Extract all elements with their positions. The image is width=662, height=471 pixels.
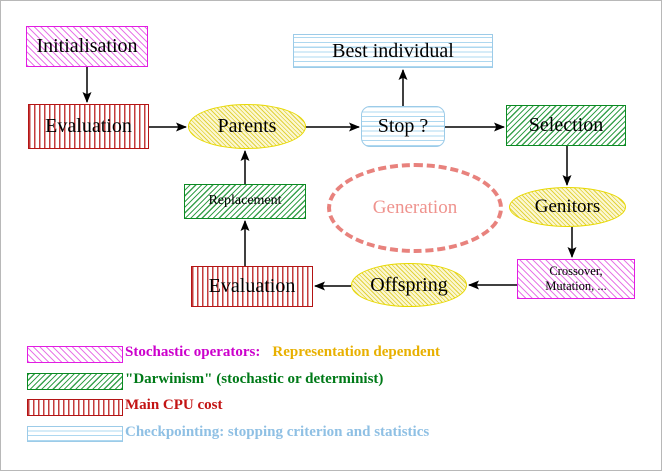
node-best-individual-label: Best individual bbox=[332, 39, 454, 62]
node-generation-label: Generation bbox=[372, 197, 458, 219]
node-evaluation-top[interactable]: Evaluation bbox=[28, 104, 149, 149]
node-initialisation[interactable]: Initialisation bbox=[26, 26, 148, 67]
legend-swatch-green-hatch bbox=[27, 373, 123, 390]
node-generation-loop: Generation bbox=[327, 163, 503, 253]
node-crossover-line2: Mutation, ... bbox=[545, 279, 607, 293]
node-stop[interactable]: Stop ? bbox=[361, 106, 445, 147]
legend-label-darwinism: "Darwinism" (stochastic or determinist) bbox=[125, 371, 384, 387]
node-crossover-mutation[interactable]: Crossover, Mutation, ... bbox=[517, 259, 635, 299]
node-evaluation-bottom-label: Evaluation bbox=[208, 275, 296, 298]
node-best-individual[interactable]: Best individual bbox=[293, 34, 493, 68]
node-replacement[interactable]: Replacement bbox=[184, 184, 306, 219]
legend-label-stochastic-operators: Stochastic operators: Representation depe… bbox=[125, 344, 440, 361]
legend-text-primary: Stochastic operators: bbox=[125, 344, 261, 360]
legend-label-checkpointing: Checkpointing: stopping criterion and st… bbox=[125, 424, 430, 440]
node-crossover-mutation-label: Crossover, Mutation, ... bbox=[545, 264, 606, 294]
node-evaluation-top-label: Evaluation bbox=[45, 115, 132, 138]
legend-swatch-red-stripes bbox=[27, 399, 123, 416]
legend-swatch-magenta-hatch bbox=[27, 346, 123, 363]
node-initialisation-label: Initialisation bbox=[36, 35, 138, 58]
node-offspring-label: Offspring bbox=[370, 273, 448, 296]
node-replacement-label: Replacement bbox=[208, 193, 282, 209]
legend-label-main-cpu-cost: Main CPU cost bbox=[125, 397, 223, 413]
legend-swatch-blue-stripes bbox=[27, 426, 123, 442]
legend-text-secondary: Representation dependent bbox=[272, 344, 441, 360]
node-genitors-label: Genitors bbox=[534, 196, 601, 218]
node-genitors[interactable]: Genitors bbox=[509, 187, 626, 227]
node-evaluation-bottom[interactable]: Evaluation bbox=[191, 266, 313, 307]
node-parents-label: Parents bbox=[217, 115, 277, 138]
node-offspring[interactable]: Offspring bbox=[351, 263, 467, 307]
node-parents[interactable]: Parents bbox=[188, 104, 306, 149]
node-selection[interactable]: Selection bbox=[506, 105, 626, 146]
node-selection-label: Selection bbox=[528, 114, 604, 137]
node-crossover-line1: Crossover, bbox=[549, 264, 603, 279]
node-stop-label: Stop ? bbox=[377, 115, 429, 138]
